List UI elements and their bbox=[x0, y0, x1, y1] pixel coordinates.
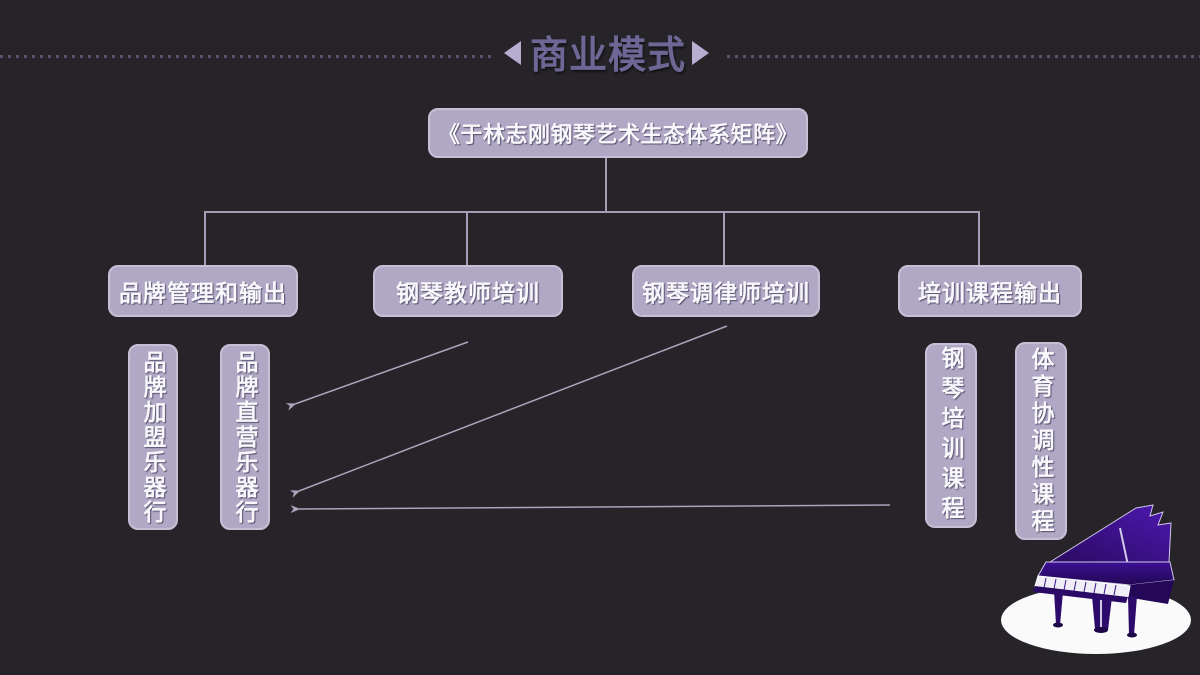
arrow-piano-course-to-direct-store bbox=[290, 504, 891, 514]
grand-piano-icon bbox=[990, 478, 1200, 668]
arrow-teacher-training-to-direct-store bbox=[285, 341, 469, 411]
node-piano-training-course: 钢琴培训课程 bbox=[925, 343, 977, 528]
node-sports-coordination-course: 体育协调性课程 bbox=[1015, 342, 1067, 540]
arrow-tuner-training-to-direct-store bbox=[289, 325, 728, 498]
node-franchise-store: 品牌加盟乐器行 bbox=[128, 344, 178, 530]
piano-keys bbox=[1043, 577, 1117, 596]
right-triangle-icon bbox=[692, 41, 709, 65]
title-dotted-rule-right bbox=[727, 55, 1200, 58]
relation-arrows bbox=[285, 325, 891, 514]
node-piano-training-course-label: 钢琴培训课程 bbox=[938, 345, 964, 526]
node-course-output: 培训课程输出 bbox=[898, 265, 1082, 317]
piano-lid bbox=[1048, 504, 1172, 563]
piano-feet bbox=[1053, 622, 1137, 638]
piano-body-side bbox=[1126, 580, 1174, 604]
node-franchise-store-label: 品牌加盟乐器行 bbox=[140, 349, 166, 525]
node-direct-store: 品牌直营乐器行 bbox=[220, 344, 270, 530]
node-piano-tuner-training: 钢琴调律师培训 bbox=[632, 265, 820, 317]
node-sports-coordination-course-label: 体育协调性课程 bbox=[1028, 346, 1054, 536]
node-piano-teacher-training: 钢琴教师培训 bbox=[373, 265, 563, 317]
node-direct-store-label: 品牌直营乐器行 bbox=[232, 349, 258, 525]
diagram-root-node: 《于林志刚钢琴艺术生态体系矩阵》 bbox=[428, 108, 808, 158]
page-title: 商业模式 bbox=[529, 35, 686, 77]
node-brand-management: 品牌管理和输出 bbox=[108, 265, 298, 317]
title-dotted-rule-left bbox=[0, 55, 496, 58]
tree-connector-lines bbox=[204, 158, 980, 265]
left-triangle-icon bbox=[504, 41, 521, 65]
